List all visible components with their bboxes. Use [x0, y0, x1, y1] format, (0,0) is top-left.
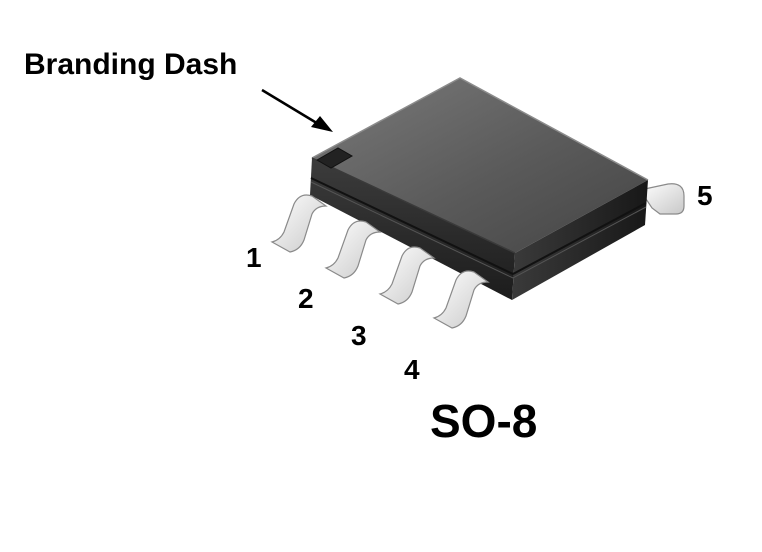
pin-3-label: 3 [351, 320, 367, 351]
branding-dash-mark [315, 147, 354, 169]
lead-pin-3 [378, 246, 436, 305]
ic-side-face [512, 180, 648, 300]
package-name: SO-8 [430, 395, 538, 447]
ic-top-face [312, 78, 648, 253]
lead-pin-2 [324, 220, 382, 279]
lead-pin-4 [432, 270, 490, 329]
pin-4-label: 4 [404, 354, 420, 385]
pin-5-label: 5 [697, 180, 713, 211]
pin-1-label: 1 [246, 242, 262, 273]
branding-dash-label: Branding Dash [24, 48, 238, 81]
lead-pin-5 [639, 183, 685, 215]
ic-front-face [310, 158, 515, 300]
ic-body [310, 77, 649, 300]
pin-2-label: 2 [298, 283, 314, 314]
callout-arrow [261, 88, 333, 132]
lead-pin-1 [270, 194, 328, 253]
